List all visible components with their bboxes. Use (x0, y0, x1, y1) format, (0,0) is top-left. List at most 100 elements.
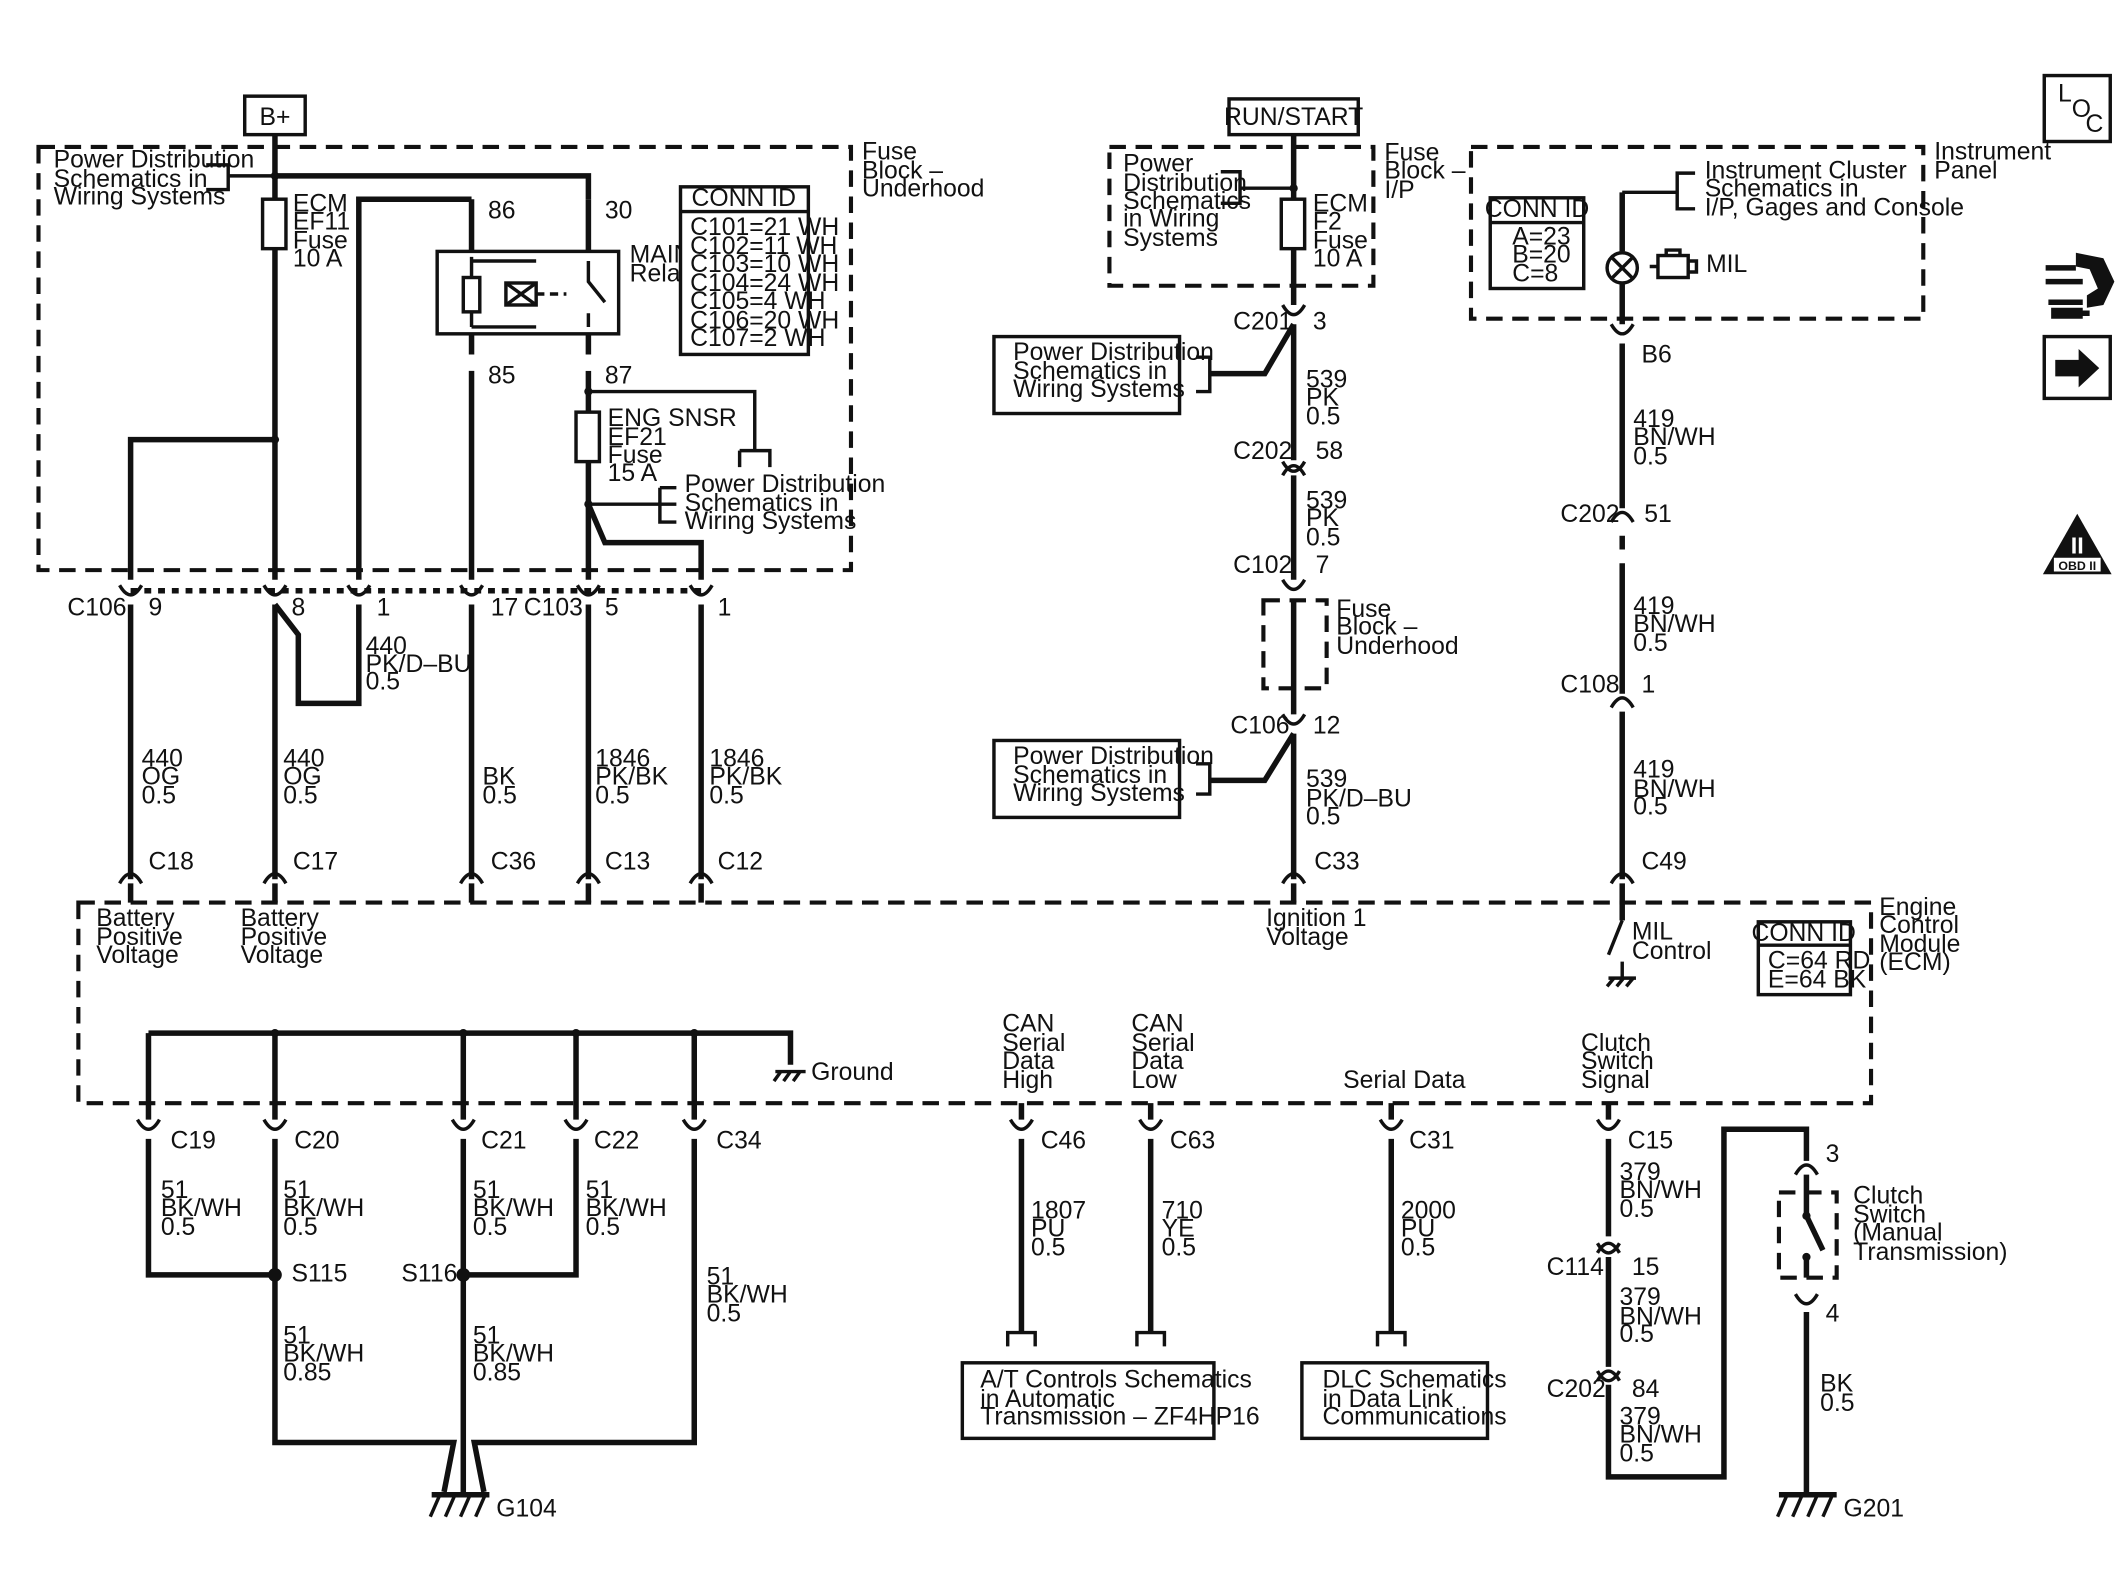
wire-label: 440 (142, 746, 183, 773)
ref-text: in Data Link (1323, 1386, 1454, 1413)
conn-id-row: C103=10 WH (690, 251, 839, 278)
connector-label: C15 (1628, 1128, 1673, 1155)
pin-label: 12 (1313, 713, 1341, 740)
connector-label: C202 (1560, 501, 1619, 528)
connector-label: C31 (1409, 1128, 1454, 1155)
wire-label: PU (1401, 1215, 1435, 1242)
wire-label: 1846 (595, 746, 650, 773)
conn-id-title: CONN ID (692, 185, 796, 212)
connector-label: C34 (716, 1128, 762, 1155)
wire-label: BK/WH (283, 1195, 364, 1222)
ecm-pin-label: Low (1131, 1067, 1177, 1094)
fuse-eng-snsr-label: Fuse (608, 442, 663, 469)
location-view-button[interactable]: L O C (2042, 73, 2112, 144)
wire-label: BK (1820, 1371, 1853, 1398)
pin-label: 1 (1641, 671, 1655, 698)
relay-pin-label: 85 (488, 362, 516, 389)
pin-label: 5 (605, 594, 619, 621)
fuse-ecm-f2-label: Fuse (1313, 228, 1368, 255)
power-distribution-ref: Distribution (1123, 170, 1247, 197)
clutch-switch-label: Clutch (1853, 1182, 1923, 1209)
fuse-block-ip-label: Fuse (1384, 140, 1439, 167)
wire-label: BN/WH (1619, 1177, 1701, 1204)
wire-label: PU (1031, 1215, 1065, 1242)
relay-pin-label: 30 (605, 197, 633, 224)
diagnostic-tools-icon[interactable] (2045, 252, 2115, 319)
wire-label: 539 (1306, 366, 1347, 393)
ecm-pin-label: Serial (1131, 1030, 1194, 1057)
pin-label: 4 (1826, 1301, 1840, 1328)
instrument-cluster-ref: Instrument Cluster (1705, 158, 1907, 185)
power-distribution-ref: in Wiring (1123, 206, 1219, 233)
fuse-ecm-ef11-label: EF11 (293, 208, 350, 235)
ecm-pin-label: Control (1632, 938, 1712, 965)
ecm-module-label: Engine (1879, 894, 1956, 921)
wire-label: 0.5 (1633, 794, 1667, 821)
ecm-module-label: (ECM) (1879, 949, 1950, 976)
instrument-panel-box (1468, 144, 1926, 321)
ref-text: A/T Controls Schematics (980, 1367, 1252, 1394)
pin-label: 9 (148, 594, 162, 621)
ref-at-controls-schematics[interactable]: A/T Controls Schematics in Automatic Tra… (960, 1361, 1260, 1441)
ecm-module-label: Control (1879, 912, 1959, 939)
wire-label: OG (142, 763, 180, 790)
splice-label: S116 (401, 1261, 457, 1288)
power-distribution-ref: Schematics in (1013, 762, 1167, 789)
fuse-eng-snsr-label: EF21 (608, 424, 667, 451)
ref-text: Transmission – ZF4HP16 (980, 1404, 1259, 1431)
conn-id-row: C107=2 WH (690, 325, 825, 352)
wire-label: 0.5 (483, 783, 517, 810)
wire-label: 51 (283, 1177, 311, 1204)
pin-label: 3 (1826, 1141, 1840, 1168)
connector-label: C49 (1641, 849, 1686, 876)
wire-label: OG (283, 763, 321, 790)
power-distribution-ref: Schematics in (685, 490, 839, 517)
wire-label: 419 (1633, 593, 1674, 620)
fuse-block-underhood-label: Block – (862, 158, 943, 185)
wire-label: 0.5 (283, 783, 317, 810)
ecm-pin-label: MIL (1632, 919, 1673, 946)
ecm-ground-label: Ground (811, 1059, 893, 1086)
wire-label: 51 (161, 1177, 189, 1204)
ecm-pin-label: Voltage (241, 942, 324, 969)
conn-id-title: CONN ID (1751, 920, 1855, 947)
wire-label: 0.5 (142, 783, 176, 810)
connector-label: C12 (718, 849, 763, 876)
wire-label: BK/WH (473, 1195, 554, 1222)
ecm-pin-label: Data (1131, 1048, 1183, 1075)
wire-label: 539 (1306, 487, 1347, 514)
ecm-pin-label: Voltage (1266, 924, 1349, 951)
b-plus-source: B+ (242, 94, 307, 137)
obd-ii-icon[interactable]: II OBD II (2042, 513, 2112, 575)
pin-label: 1 (718, 594, 732, 621)
fuse-eng-snsr-label: ENG SNSR (608, 405, 737, 432)
wire-label: 2000 (1401, 1198, 1456, 1225)
wire-label: 0.5 (1306, 803, 1340, 830)
ecm-pin-label: Positive (241, 924, 328, 951)
ecm-pin-label: Voltage (96, 942, 179, 969)
wire-label: PK/D–BU (366, 651, 472, 678)
connector-label: C33 (1314, 849, 1359, 876)
ecm-pin-label: Ignition 1 (1266, 905, 1366, 932)
ref-dlc-schematics[interactable]: DLC Schematics in Data Link Communicatio… (1300, 1361, 1507, 1441)
wire-label: PK/D–BU (1306, 785, 1412, 812)
loc-letter: O (2072, 96, 2091, 123)
wire-label: 0.5 (473, 1214, 507, 1241)
relay-pin-label: 86 (488, 197, 516, 224)
wire-label: 51 (283, 1323, 311, 1350)
ecm-pin-label: Battery (241, 905, 320, 932)
wire-label: 539 (1306, 766, 1347, 793)
instrument-cluster-ref: Schematics in (1705, 175, 1859, 202)
connector-label: C21 (481, 1128, 526, 1155)
fuse-ecm-ef11-label: Fuse (293, 228, 348, 255)
pin-label: 3 (1313, 309, 1327, 336)
connector-label: C22 (594, 1128, 639, 1155)
connector-c106-c103-row (118, 584, 714, 597)
ground-label: G104 (496, 1496, 557, 1523)
power-distribution-ref: Systems (1123, 225, 1218, 252)
next-page-arrow-button[interactable] (2042, 334, 2112, 401)
run-start-label: RUN/START (1224, 104, 1363, 131)
conn-id-table-ecm: CONN ID C=64 RD E=64 BK (1751, 920, 1870, 997)
fuse-block-ip-box (1107, 144, 1376, 288)
ecm-pin-label: CAN (1131, 1011, 1183, 1038)
